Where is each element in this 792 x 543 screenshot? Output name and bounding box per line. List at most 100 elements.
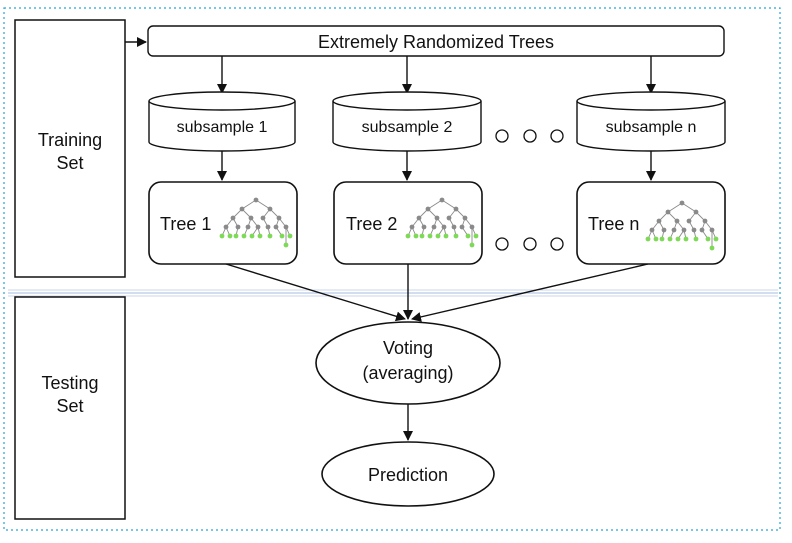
tree-n-box: Tree n xyxy=(576,181,726,265)
testing-set-label-line2: Set xyxy=(56,396,83,416)
tree-icon-leaf xyxy=(453,233,459,239)
tree-2-icon xyxy=(405,197,479,248)
tree-icon-leaf xyxy=(249,233,255,239)
tree-icon-node xyxy=(679,200,685,206)
training-set-label-line2: Set xyxy=(56,153,83,173)
tree-icon-node xyxy=(421,224,427,230)
tree-icon-edge xyxy=(441,199,457,210)
tree-icon-node xyxy=(702,218,708,224)
subsample-ellipsis xyxy=(495,129,564,143)
tree-icon-leaf xyxy=(413,233,419,239)
tree-icon-node xyxy=(446,215,452,221)
tree-icon-leaf xyxy=(427,233,433,239)
tree-1-label: Tree 1 xyxy=(160,214,211,234)
tree-icon-leaf xyxy=(465,233,471,239)
arrow-tree-1-to-voting xyxy=(225,263,406,322)
tree-icon-leaf xyxy=(267,233,273,239)
tree-icon-leaf xyxy=(709,245,715,251)
tree-2-box: Tree 2 xyxy=(333,181,483,265)
subsample-1-label: subsample 1 xyxy=(177,119,268,136)
tree-icon-node xyxy=(245,224,251,230)
tree-icon-leaf xyxy=(675,236,681,242)
tree-icon-leaf xyxy=(659,236,665,242)
tree-icon-leaf xyxy=(227,233,233,239)
tree-icon-node xyxy=(434,215,440,221)
tree-icon-node xyxy=(656,218,662,224)
tree-icon-node xyxy=(709,227,715,233)
tree-icon-node xyxy=(253,197,259,203)
tree-icon-node xyxy=(693,209,699,215)
tree-ellipsis xyxy=(495,237,564,251)
subsample-1-cylinder: subsample 1 xyxy=(148,91,296,152)
tree-icon-node xyxy=(267,206,273,212)
voting-label-line2: (averaging) xyxy=(362,363,453,383)
tree-icon-leaf xyxy=(705,236,711,242)
tree-icon-node xyxy=(686,218,692,224)
training-set-label-line1: Training xyxy=(38,130,102,150)
tree-icon-node xyxy=(671,227,677,233)
tree-icon-node xyxy=(439,197,445,203)
tree-icon-node xyxy=(230,215,236,221)
tree-icon-leaf xyxy=(419,233,425,239)
ert-title: Extremely Randomized Trees xyxy=(318,32,554,52)
tree-icon-leaf xyxy=(219,233,225,239)
tree-icon-leaf xyxy=(683,236,689,242)
prediction-node: Prediction xyxy=(321,441,495,507)
tree-icon-node xyxy=(661,227,667,233)
tree-icon-edge xyxy=(241,199,257,210)
tree-1-box: Tree 1 xyxy=(148,181,298,265)
training-set-box: Training Set xyxy=(14,19,126,278)
tree-n-icon xyxy=(645,200,719,251)
tree-icon-node xyxy=(239,206,245,212)
tree-icon-node xyxy=(699,227,705,233)
tree-icon-node xyxy=(248,215,254,221)
tree-icon-node xyxy=(425,206,431,212)
subsample-n-cylinder: subsample n xyxy=(576,91,726,152)
tree-icon-node xyxy=(665,209,671,215)
section-separator xyxy=(8,289,778,297)
tree-icon-node xyxy=(453,206,459,212)
tree-icon-leaf xyxy=(473,233,479,239)
tree-2-label: Tree 2 xyxy=(346,214,397,234)
tree-n-label: Tree n xyxy=(588,214,639,234)
tree-icon-leaf xyxy=(713,236,719,242)
arrow-tree-n-to-voting xyxy=(411,263,649,322)
tree-icon-node xyxy=(409,224,415,230)
tree-icon-leaf xyxy=(469,242,475,248)
tree-icon-node xyxy=(441,224,447,230)
tree-icon-leaf xyxy=(257,233,263,239)
tree-icon-node xyxy=(273,224,279,230)
tree-icon-node xyxy=(462,215,468,221)
testing-set-box: Testing Set xyxy=(14,296,126,520)
tree-icon-node xyxy=(255,224,261,230)
tree-icon-node xyxy=(283,224,289,230)
tree-icon-edge xyxy=(667,202,683,213)
tree-icon-node xyxy=(674,218,680,224)
subsample-n-label: subsample n xyxy=(606,119,697,136)
tree-1-icon xyxy=(219,197,293,248)
tree-icon-node xyxy=(265,224,271,230)
tree-icon-leaf xyxy=(233,233,239,239)
voting-label-line1: Voting xyxy=(383,338,433,358)
prediction-label: Prediction xyxy=(368,465,448,485)
tree-icon-leaf xyxy=(405,233,411,239)
tree-icon-edge xyxy=(681,202,697,213)
tree-icon-leaf xyxy=(645,236,651,242)
tree-icon-node xyxy=(681,227,687,233)
tree-icon-node xyxy=(469,224,475,230)
tree-icon-node xyxy=(451,224,457,230)
tree-icon-leaf xyxy=(283,242,289,248)
tree-icon-leaf xyxy=(435,233,441,239)
tree-icon-node xyxy=(260,215,266,221)
tree-icon-node xyxy=(416,215,422,221)
tree-icon-edge xyxy=(255,199,271,210)
tree-icon-leaf xyxy=(287,233,293,239)
tree-icon-node xyxy=(276,215,282,221)
ert-header-box: Extremely Randomized Trees xyxy=(147,25,725,57)
subsample-2-cylinder: subsample 2 xyxy=(332,91,482,152)
tree-icon-leaf xyxy=(667,236,673,242)
tree-icon-leaf xyxy=(279,233,285,239)
tree-icon-leaf xyxy=(653,236,659,242)
tree-icon-node xyxy=(431,224,437,230)
